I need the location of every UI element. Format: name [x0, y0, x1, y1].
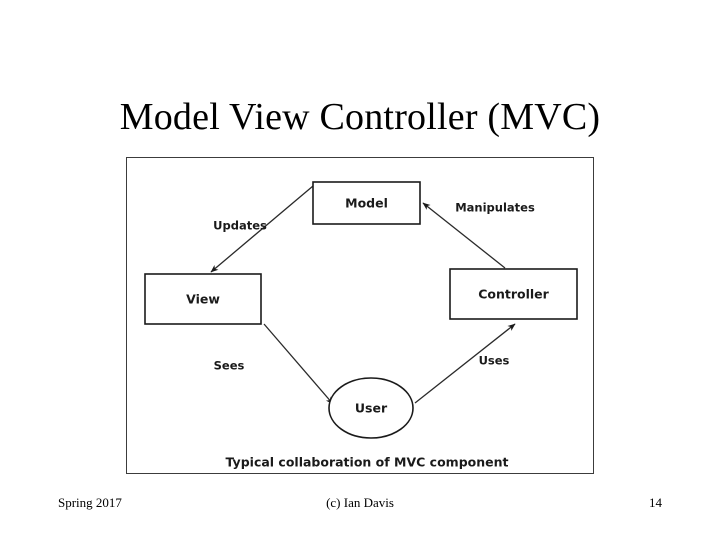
node-controller-label: Controller [478, 287, 549, 302]
edge-model-view: Updates [210, 185, 314, 273]
edge-controller-model-line [422, 202, 506, 269]
edge-view-user: Sees [214, 323, 334, 405]
mvc-diagram: Updates Manipulates Sees Uses Model [126, 157, 594, 474]
edge-label-uses: Uses [479, 354, 510, 368]
node-view-shape [144, 273, 262, 325]
edge-model-view-line [210, 185, 314, 273]
node-view[interactable]: View [144, 273, 262, 325]
edge-controller-model: Manipulates [422, 201, 535, 269]
node-user[interactable]: User [328, 377, 414, 439]
node-model[interactable]: Model [312, 181, 421, 225]
node-controller[interactable]: Controller [449, 268, 578, 320]
edge-view-user-line [263, 323, 334, 405]
footer-term: Spring 2017 [58, 495, 122, 510]
page-title: Model View Controller (MVC) [119, 96, 601, 139]
node-view-label: View [186, 292, 220, 307]
mvc-diagram-canvas: Updates Manipulates Sees Uses Model [144, 181, 578, 470]
edge-label-updates: Updates [213, 219, 267, 233]
footer-copyright: (c) Ian Davis [326, 495, 394, 510]
edge-label-sees: Sees [214, 359, 245, 373]
node-model-label: Model [345, 196, 388, 211]
node-user-label: User [355, 401, 388, 416]
footer-page-number: 14 [649, 495, 662, 510]
edge-user-controller: Uses [414, 323, 516, 404]
node-controller-shape [449, 268, 578, 320]
edge-user-controller-line [414, 323, 516, 404]
diagram-caption: Typical collaboration of MVC component [226, 455, 509, 470]
node-user-shape [328, 377, 414, 439]
node-model-shape [312, 181, 421, 225]
edge-label-manipulates: Manipulates [455, 201, 535, 215]
